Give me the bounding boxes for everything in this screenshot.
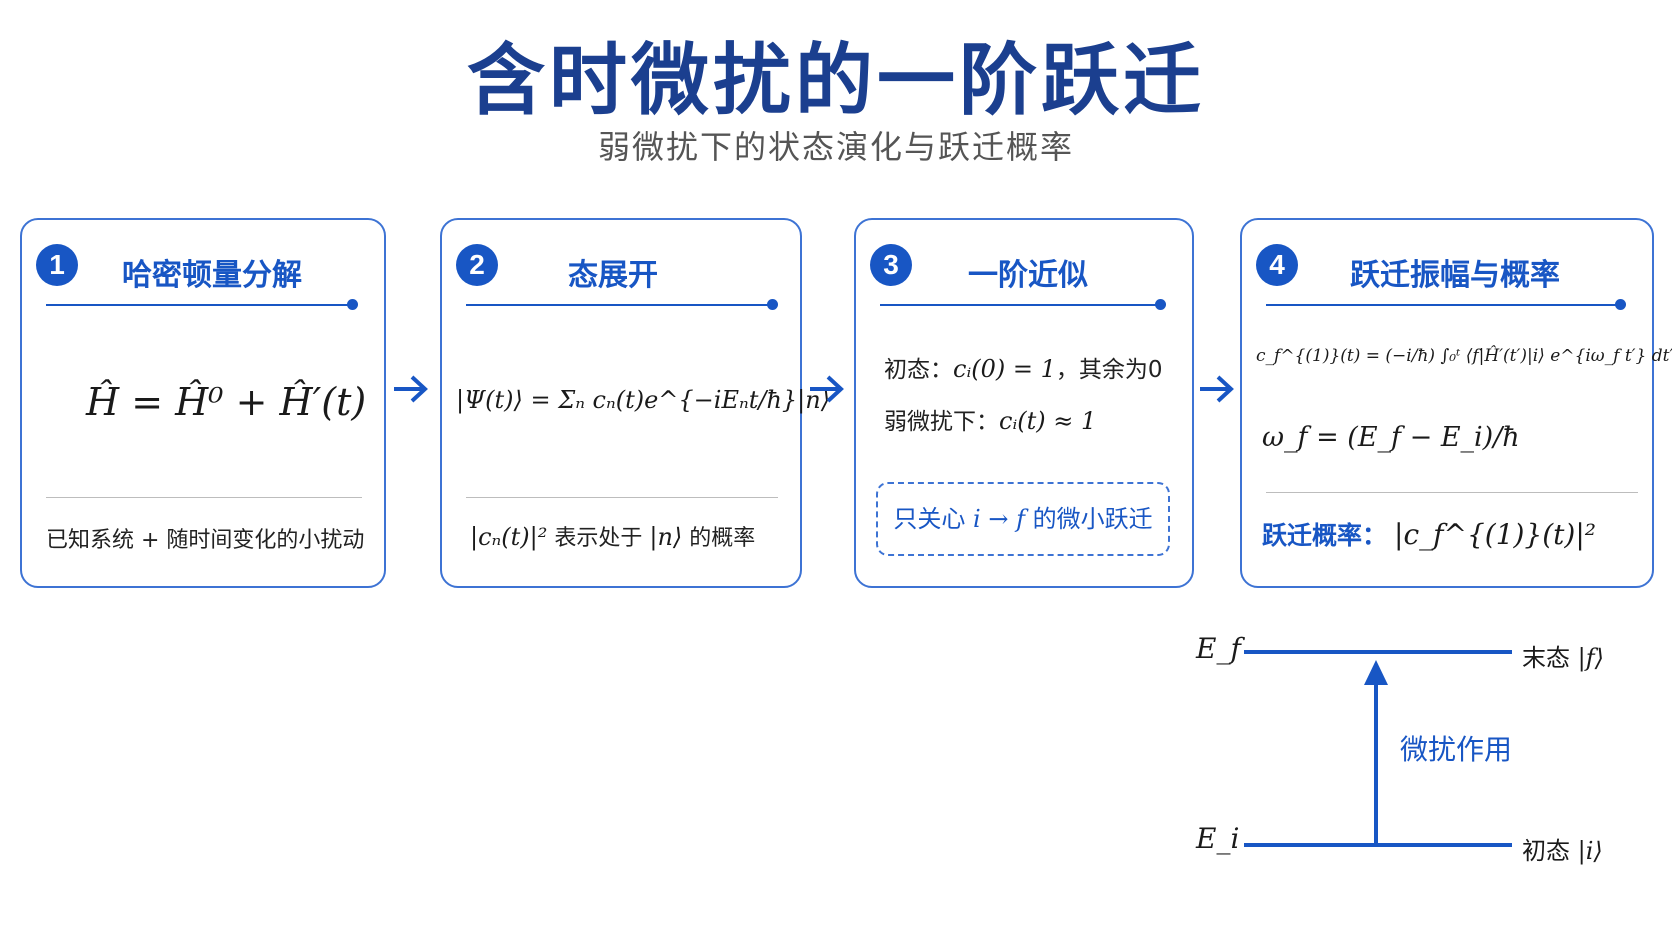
step-title: 哈密顿量分解 [122,258,302,293]
frequency-formula: ω_f = (E_f − E_i)/ħ [1262,422,1520,453]
step-card-2: 2 态展开 |Ψ(t)⟩ = Σₙ cₙ(t)e^{−iEₙt/ħ}|n⟩ |c… [440,218,830,588]
final-state-label: 末态 |f⟩ [1522,638,1604,673]
weak-perturbation-formula: cᵢ(t) ≈ 1 [999,407,1097,435]
initial-state-ket: |i⟩ [1577,837,1603,865]
step-title: 一阶近似 [968,258,1088,293]
state-expansion-formula: |Ψ(t)⟩ = Σₙ cₙ(t)e^{−iEₙt/ħ}|n⟩ [456,386,831,414]
initial-state-label: 初态： [884,357,953,383]
title-underline [46,299,358,310]
note-text-b: 的概率 [689,526,756,551]
initial-state-text: 初态 [1522,837,1570,865]
transition-amplitude-formula: c_f^{(1)}(t) = (−i/ħ) ∫₀ᵗ ⟨f|Ĥ′(t′)|i⟩ e… [1256,346,1672,366]
initial-state-line: 初态：cᵢ(0) = 1，其余为0 [884,350,1163,384]
underline-dot [767,299,778,310]
step-number-badge: 2 [456,244,498,286]
step-number-badge: 1 [36,244,78,286]
weak-perturbation-label: 弱微扰下： [884,409,999,435]
underline-dot [1155,299,1166,310]
step-note: 已知系统 + 随时间变化的小扰动 [46,528,365,553]
note-text-a: 表示处于 [554,526,643,551]
note-formula: |cₙ(t)|² [470,523,548,551]
step-card-1: 1 哈密顿量分解 Ĥ = Ĥ⁰ + Ĥ′(t) 已知系统 + 随时间变化的小扰动 [20,218,386,588]
transition-arrowhead-icon [1364,660,1388,685]
probability-formula: |c_f^{(1)}(t)|² [1394,518,1597,551]
final-state-text: 末态 [1522,644,1570,672]
title-underline [466,299,778,310]
step-number-badge: 4 [1256,244,1298,286]
focus-formula: i → f [973,505,1025,533]
flow-arrow-icon [394,375,428,403]
transition-probability-line: 跃迁概率： |c_f^{(1)}(t)|² [1262,516,1596,552]
step-number-badge: 3 [870,244,912,286]
perturbation-label: 微扰作用 [1400,733,1513,766]
step-card-4: 4 跃迁振幅与概率 c_f^{(1)}(t) = (−i/ħ) ∫₀ᵗ ⟨f|Ĥ… [1240,218,1672,588]
hamiltonian-formula: Ĥ = Ĥ⁰ + Ĥ′(t) [86,380,367,424]
energy-level-diagram [1244,650,1512,847]
probability-label: 跃迁概率： [1262,521,1388,550]
focus-text-b: 的微小跃迁 [1032,505,1153,533]
divider [466,497,778,498]
upper-energy-label: E_f [1196,632,1241,665]
divider [1266,492,1638,493]
page-subtitle: 弱微扰下的状态演化与跃迁概率 [597,128,1074,166]
probability-note: |cₙ(t)|² 表示处于 |n⟩ 的概率 [470,520,755,552]
initial-state-label: 初态 |i⟩ [1522,831,1603,866]
initial-state-suffix: ，其余为0 [1055,357,1163,383]
step-card-3: 3 一阶近似 初态：cᵢ(0) = 1，其余为0 弱微扰下：cᵢ(t) ≈ 1 … [854,218,1194,588]
underline-dot [347,299,358,310]
note-ket: |n⟩ [649,523,683,551]
underline-dot [1615,299,1626,310]
divider [46,497,362,498]
title-underline [1266,299,1626,310]
flow-arrow-icon [1200,375,1234,403]
flow-arrow-icon [810,375,844,403]
step-title: 态展开 [568,258,658,293]
page-title: 含时微扰的一阶跃迁 [466,36,1205,126]
lower-energy-label: E_i [1196,822,1240,855]
focus-text-a: 只关心 [893,505,966,533]
initial-state-formula: cᵢ(0) = 1 [953,355,1056,383]
title-underline [880,299,1166,310]
step-title: 跃迁振幅与概率 [1350,258,1560,293]
weak-perturbation-line: 弱微扰下：cᵢ(t) ≈ 1 [884,402,1096,436]
final-state-ket: |f⟩ [1577,644,1604,672]
transition-focus-box: 只关心 i → f 的微小跃迁 [876,482,1170,556]
